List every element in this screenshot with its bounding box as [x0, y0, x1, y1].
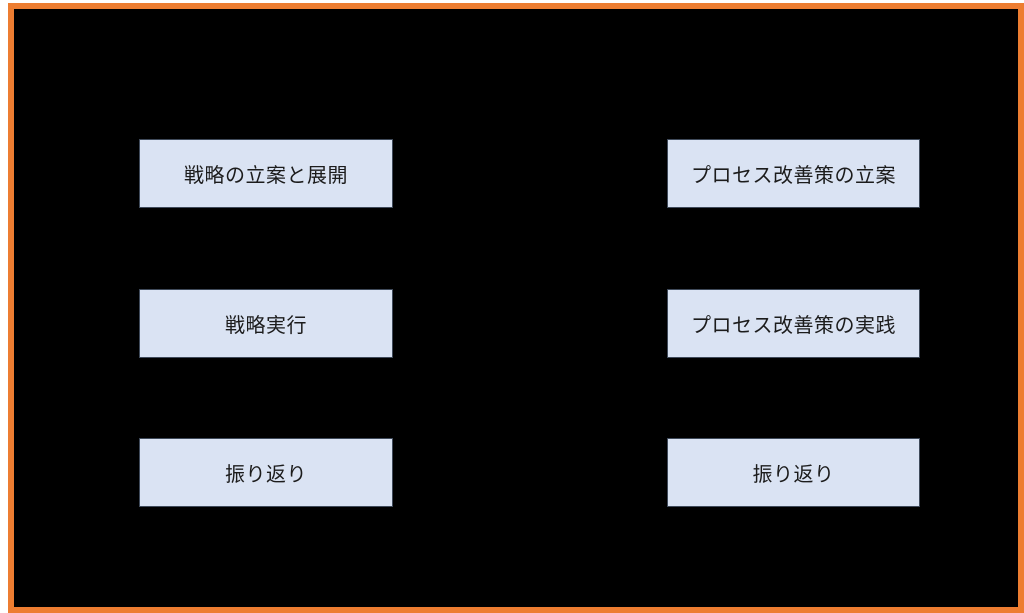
node-strategy-retrospective: 振り返り — [139, 438, 393, 507]
node-process-improvement-planning: プロセス改善策の立案 — [667, 139, 920, 208]
node-strategy-planning-deployment: 戦略の立案と展開 — [139, 139, 393, 208]
diagram-frame: 戦略の立案と展開 戦略実行 振り返り プロセス改善策の立案 プロセス改善策の実践… — [8, 3, 1024, 613]
node-strategy-execution: 戦略実行 — [139, 289, 393, 358]
node-process-retrospective: 振り返り — [667, 438, 920, 507]
node-process-improvement-practice: プロセス改善策の実践 — [667, 289, 920, 358]
